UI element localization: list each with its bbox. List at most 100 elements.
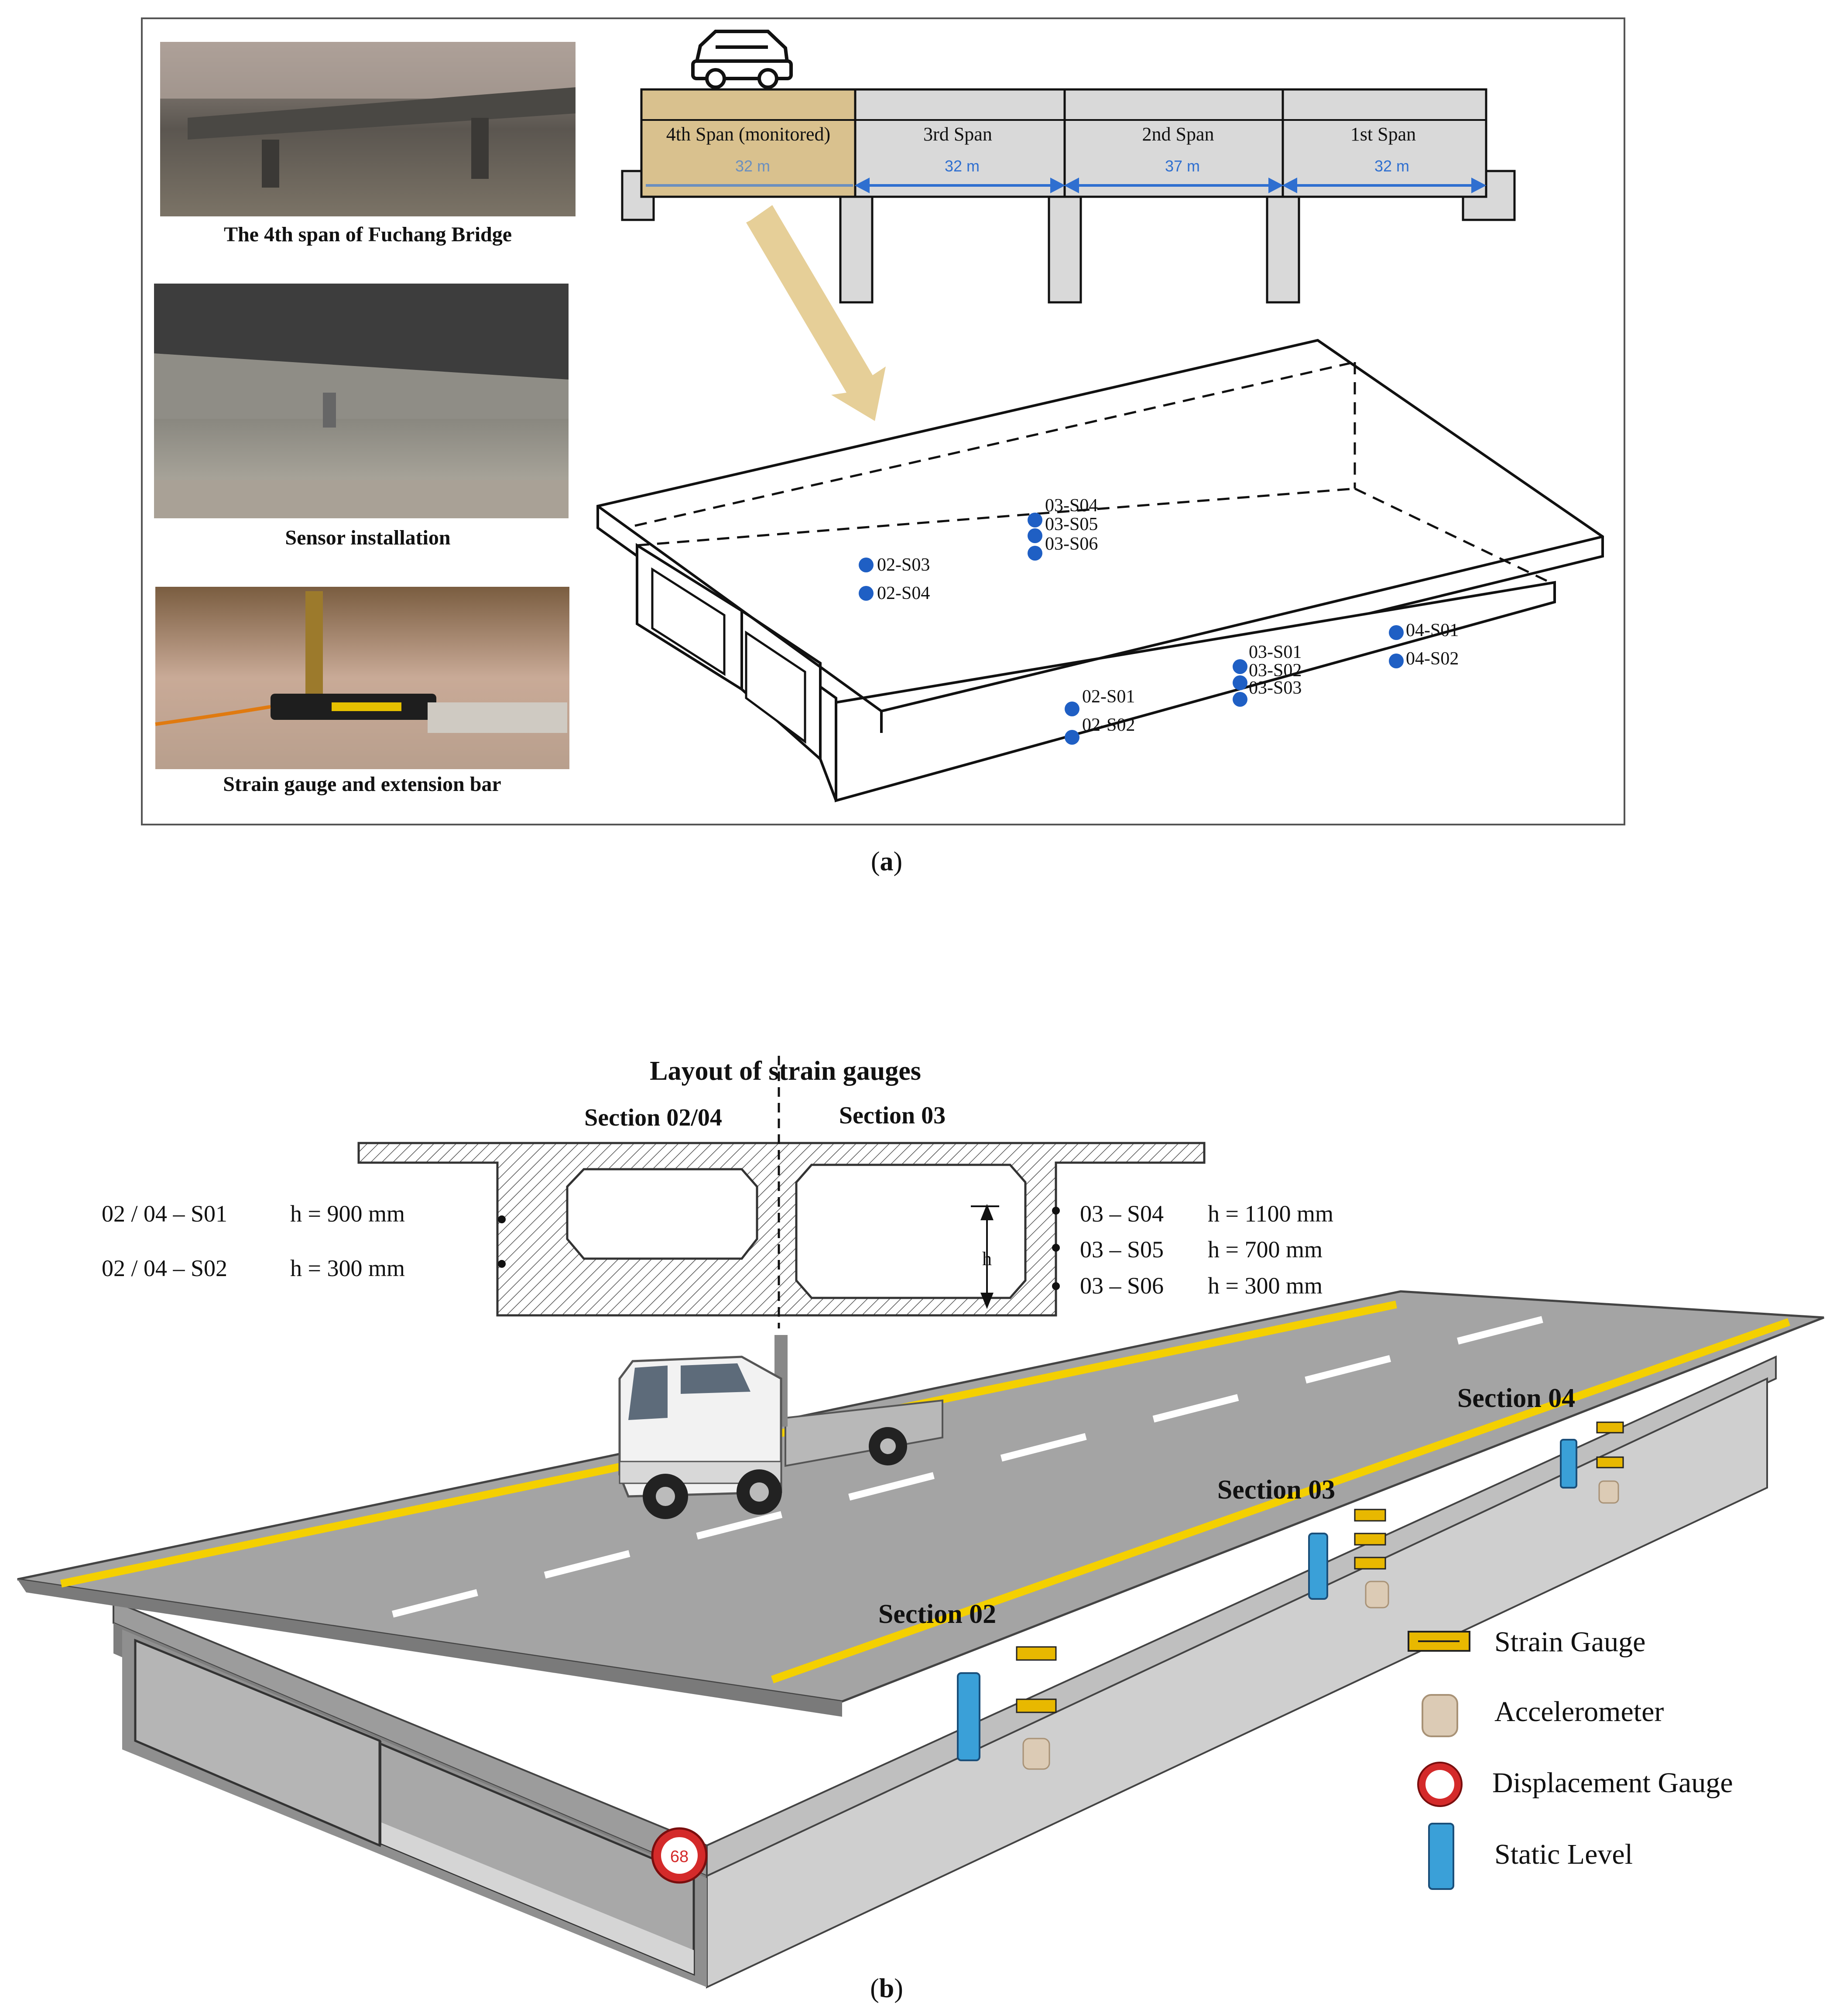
sensor-label-03-s02: 03-S02 — [1249, 661, 1302, 681]
gauge-point — [498, 1260, 506, 1268]
legend-accelerometer-icon — [1422, 1694, 1458, 1737]
legend-static-level-icon — [1428, 1823, 1454, 1890]
displacement-gauge-icon: 68 — [651, 1827, 708, 1884]
sensor-dot — [1028, 546, 1042, 561]
accelerometer-icon — [1598, 1480, 1619, 1504]
h-symbol: h — [982, 1248, 992, 1270]
photo-sensor-installation — [154, 284, 569, 518]
sensor-label-02-s01: 02-S01 — [1082, 687, 1135, 707]
right-gauge-id-3: 03 – S06 — [1080, 1273, 1164, 1299]
deck-section-04: Section 04 — [1457, 1383, 1575, 1413]
photo-caption-1: The 4th span of Fuchang Bridge — [224, 223, 512, 246]
caption-a: (a) — [871, 847, 902, 876]
right-gauge-id-2: 03 – S05 — [1080, 1236, 1164, 1263]
right-gauge-h-2: h = 700 mm — [1208, 1236, 1323, 1263]
sensor-dot — [1233, 675, 1247, 690]
sensor-dot — [1028, 513, 1042, 527]
span-length-1: 32 m — [1374, 157, 1409, 175]
span-length-4: 32 m — [735, 157, 770, 175]
sensor-label-03-s06: 03-S06 — [1045, 534, 1098, 554]
panel-a-frame — [141, 17, 1625, 825]
static-level-icon — [1560, 1439, 1577, 1489]
sensor-label-03-s03: 03-S03 — [1249, 678, 1302, 698]
strain-gauge-icon — [1354, 1533, 1386, 1546]
span-label-1: 1st Span — [1350, 123, 1416, 145]
section-left-title: Section 02/04 — [584, 1104, 722, 1131]
sensor-label-02-s04: 02-S04 — [877, 583, 930, 603]
deck-section-02: Section 02 — [878, 1599, 996, 1629]
static-level-icon — [957, 1672, 980, 1761]
legend-label-static-level: Static Level — [1494, 1838, 1633, 1870]
photo-caption-3: Strain gauge and extension bar — [223, 773, 501, 796]
accelerometer-icon — [1022, 1738, 1050, 1770]
span-label-4: 4th Span (monitored) — [666, 123, 830, 145]
right-gauge-id-1: 03 – S04 — [1080, 1201, 1164, 1227]
static-level-icon — [1308, 1533, 1328, 1600]
panel-a: The 4th span of Fuchang Bridge Sensor in… — [141, 17, 1625, 876]
car-icon — [691, 30, 793, 89]
sensor-label-03-s05: 03-S05 — [1045, 514, 1098, 534]
left-gauge-id-2: 02 / 04 – S02 — [102, 1255, 227, 1281]
span-label-3: 3rd Span — [923, 123, 992, 145]
span-arrow — [746, 205, 886, 421]
sensor-dot — [1065, 730, 1079, 745]
span-length-3: 32 m — [945, 157, 980, 175]
truck-icon — [618, 1335, 943, 1519]
span-4-monitored — [640, 88, 857, 198]
gauge-point — [1052, 1244, 1060, 1252]
dimension-lines — [646, 178, 1487, 193]
caption-b: (b) — [870, 1974, 903, 2003]
sensor-label-04-s01: 04-S01 — [1406, 620, 1459, 640]
strain-gauge-icon — [1596, 1456, 1624, 1468]
sensor-dot — [859, 586, 874, 601]
sensor-dot — [1028, 528, 1042, 543]
left-gauge-h-1: h = 900 mm — [290, 1201, 405, 1227]
gauge-table: 02 / 04 – S01 h = 900 mm 02 / 04 – S02 h… — [102, 1201, 1333, 1299]
sensor-dot — [1389, 625, 1404, 640]
layout-title: Layout of strain gauges — [650, 1056, 921, 1086]
box-girder-3d — [596, 339, 1604, 802]
legend: Strain Gauge Accelerometer Displacement … — [1408, 1626, 1733, 1890]
sensor-dot — [1233, 659, 1247, 674]
sensor-label-03-s01: 03-S01 — [1249, 642, 1302, 662]
span-1 — [1281, 88, 1487, 198]
bridge-deck-3d — [17, 1290, 1824, 1989]
sensor-label-02-s02: 02-S02 — [1082, 715, 1135, 735]
left-gauge-h-2: h = 300 mm — [290, 1255, 405, 1281]
span-label-2: 2nd Span — [1142, 123, 1214, 145]
span-length-2: 37 m — [1165, 157, 1200, 175]
strain-gauge-icon — [1596, 1421, 1624, 1434]
right-gauge-h-1: h = 1100 mm — [1208, 1201, 1333, 1227]
sensor-dot — [1065, 702, 1079, 716]
right-gauge-h-3: h = 300 mm — [1208, 1273, 1323, 1299]
gauge-point — [1052, 1207, 1060, 1215]
sensor-dot — [859, 558, 874, 572]
legend-label-accelerometer: Accelerometer — [1494, 1696, 1664, 1728]
legend-label-strain-gauge: Strain Gauge — [1494, 1626, 1645, 1658]
sensor-dot — [1233, 692, 1247, 707]
sensor-dot — [1389, 654, 1404, 668]
accelerometer-icon — [1365, 1581, 1389, 1609]
gauge-point — [1052, 1282, 1060, 1290]
gauge-readout: 68 — [670, 1848, 689, 1866]
photo-strain-gauge — [155, 587, 569, 769]
section-right-title: Section 03 — [839, 1102, 946, 1129]
sensor-markers: 02-S03 02-S04 03-S04 03-S05 03-S06 02-S0… — [859, 496, 1459, 745]
sensor-label-02-s03: 02-S03 — [877, 555, 930, 575]
deck-section-03: Section 03 — [1217, 1475, 1335, 1505]
sensor-label-03-s04: 03-S04 — [1045, 496, 1098, 516]
h-dimension — [971, 1204, 999, 1309]
bridge-elevation: 4th Span (monitored) 3rd Span 2nd Span 1… — [621, 88, 1516, 304]
sensor-label-04-s02: 04-S02 — [1406, 649, 1459, 669]
strain-gauge-icon — [1354, 1557, 1386, 1570]
left-gauge-id-1: 02 / 04 – S01 — [102, 1201, 227, 1227]
girder-sensors: 68 — [651, 1421, 1624, 1884]
strain-gauge-icon — [1016, 1698, 1057, 1713]
photo-caption-2: Sensor installation — [285, 526, 450, 549]
strain-gauge-icon — [1354, 1509, 1386, 1522]
cross-section — [357, 1142, 1206, 1317]
strain-gauge-icon — [1016, 1646, 1057, 1661]
photo-bridge-span — [160, 42, 576, 216]
legend-label-displacement-gauge: Displacement Gauge — [1492, 1767, 1733, 1799]
